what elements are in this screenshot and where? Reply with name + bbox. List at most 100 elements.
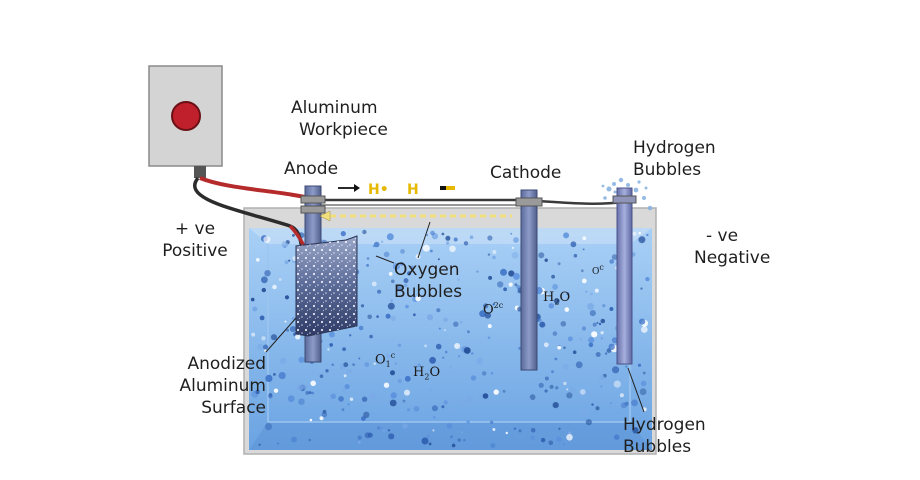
bubble — [443, 317, 448, 322]
bubble — [449, 245, 456, 253]
bubble — [557, 345, 562, 350]
bubble — [600, 385, 603, 388]
bubble — [268, 392, 273, 397]
bubble — [331, 363, 335, 367]
bubble — [454, 343, 461, 349]
bubble — [563, 381, 567, 386]
bubble — [549, 384, 554, 389]
bubble — [346, 369, 350, 374]
bubble — [463, 241, 469, 246]
bubble — [445, 241, 450, 245]
bubble — [487, 336, 491, 340]
bubble — [371, 281, 377, 287]
bubble — [592, 322, 597, 327]
bubble — [272, 284, 277, 290]
formula-o2c: O2c — [483, 301, 504, 318]
bubble — [476, 357, 484, 365]
bubble — [505, 431, 508, 435]
bubble — [582, 248, 585, 251]
bubble — [432, 429, 435, 432]
bubble — [364, 362, 370, 367]
bubble — [428, 442, 432, 446]
bubble — [358, 441, 361, 444]
bubble — [278, 278, 282, 281]
bubble — [481, 371, 487, 376]
bubble — [390, 299, 394, 303]
hydrogen-electrode-rod — [616, 187, 633, 365]
bubble — [580, 269, 584, 273]
bubble — [450, 435, 453, 439]
bubble — [252, 306, 258, 312]
bubble — [600, 337, 603, 340]
bubble — [342, 347, 346, 351]
bubble — [392, 262, 400, 271]
bubble — [511, 246, 514, 249]
top-cable — [318, 198, 625, 205]
bubble — [591, 403, 594, 406]
label-aluminum-workpiece: Aluminum Workpiece — [291, 97, 388, 141]
bubble — [625, 365, 628, 368]
bubble — [347, 403, 350, 406]
label-cathode: Cathode — [490, 163, 562, 183]
bubble — [292, 234, 295, 237]
bubble — [604, 352, 608, 355]
bubble — [566, 292, 570, 296]
bubble — [436, 308, 441, 313]
bubble — [386, 354, 391, 358]
bubble — [611, 254, 618, 260]
bubble — [560, 321, 567, 327]
bubble — [492, 249, 497, 255]
bubble — [379, 427, 383, 430]
oxygen-leader-2 — [417, 221, 431, 259]
bubble — [544, 389, 548, 393]
bubble — [552, 402, 559, 409]
bubble — [645, 277, 650, 282]
bubble — [279, 357, 287, 365]
bubble — [451, 443, 456, 448]
bubble — [587, 302, 595, 310]
formula-h2o-b: H2O — [413, 365, 441, 382]
bubble — [328, 331, 335, 338]
bubble — [381, 428, 386, 433]
bubble — [426, 233, 429, 237]
bubble — [322, 409, 327, 414]
bubble — [329, 343, 334, 347]
bubble — [544, 376, 549, 381]
bubble — [581, 326, 587, 331]
electron-flow-arrow — [338, 184, 360, 192]
bubble — [443, 400, 448, 405]
bubble — [311, 391, 314, 395]
bubble — [463, 347, 471, 354]
bubble — [637, 363, 642, 367]
bubble — [367, 314, 373, 320]
label-negative-sign: - ve — [706, 226, 739, 246]
bubble — [487, 253, 491, 256]
bubble — [502, 389, 506, 393]
bubble — [358, 325, 364, 331]
bubble — [264, 349, 267, 352]
bubble — [308, 438, 311, 442]
label-positive-sign: + ve — [174, 219, 216, 239]
bubble — [595, 406, 600, 411]
label-anodized-line1: Anodized — [187, 354, 267, 374]
bubble — [555, 386, 559, 390]
bubble — [554, 357, 558, 361]
bubble — [309, 418, 313, 422]
bubble — [405, 304, 409, 309]
bubble — [369, 334, 373, 339]
bubble — [588, 337, 595, 344]
bubble — [639, 388, 647, 396]
bubble — [510, 232, 513, 235]
bubble — [457, 278, 460, 282]
bubble — [451, 408, 455, 412]
bubble — [566, 392, 573, 399]
bubble — [263, 344, 269, 350]
bubble — [390, 370, 395, 376]
bubble — [428, 388, 433, 392]
bubble — [511, 251, 519, 259]
bubble — [600, 318, 606, 324]
bubble — [373, 241, 380, 248]
bubble — [349, 397, 354, 401]
bubble — [362, 229, 367, 235]
bubble — [551, 274, 555, 279]
